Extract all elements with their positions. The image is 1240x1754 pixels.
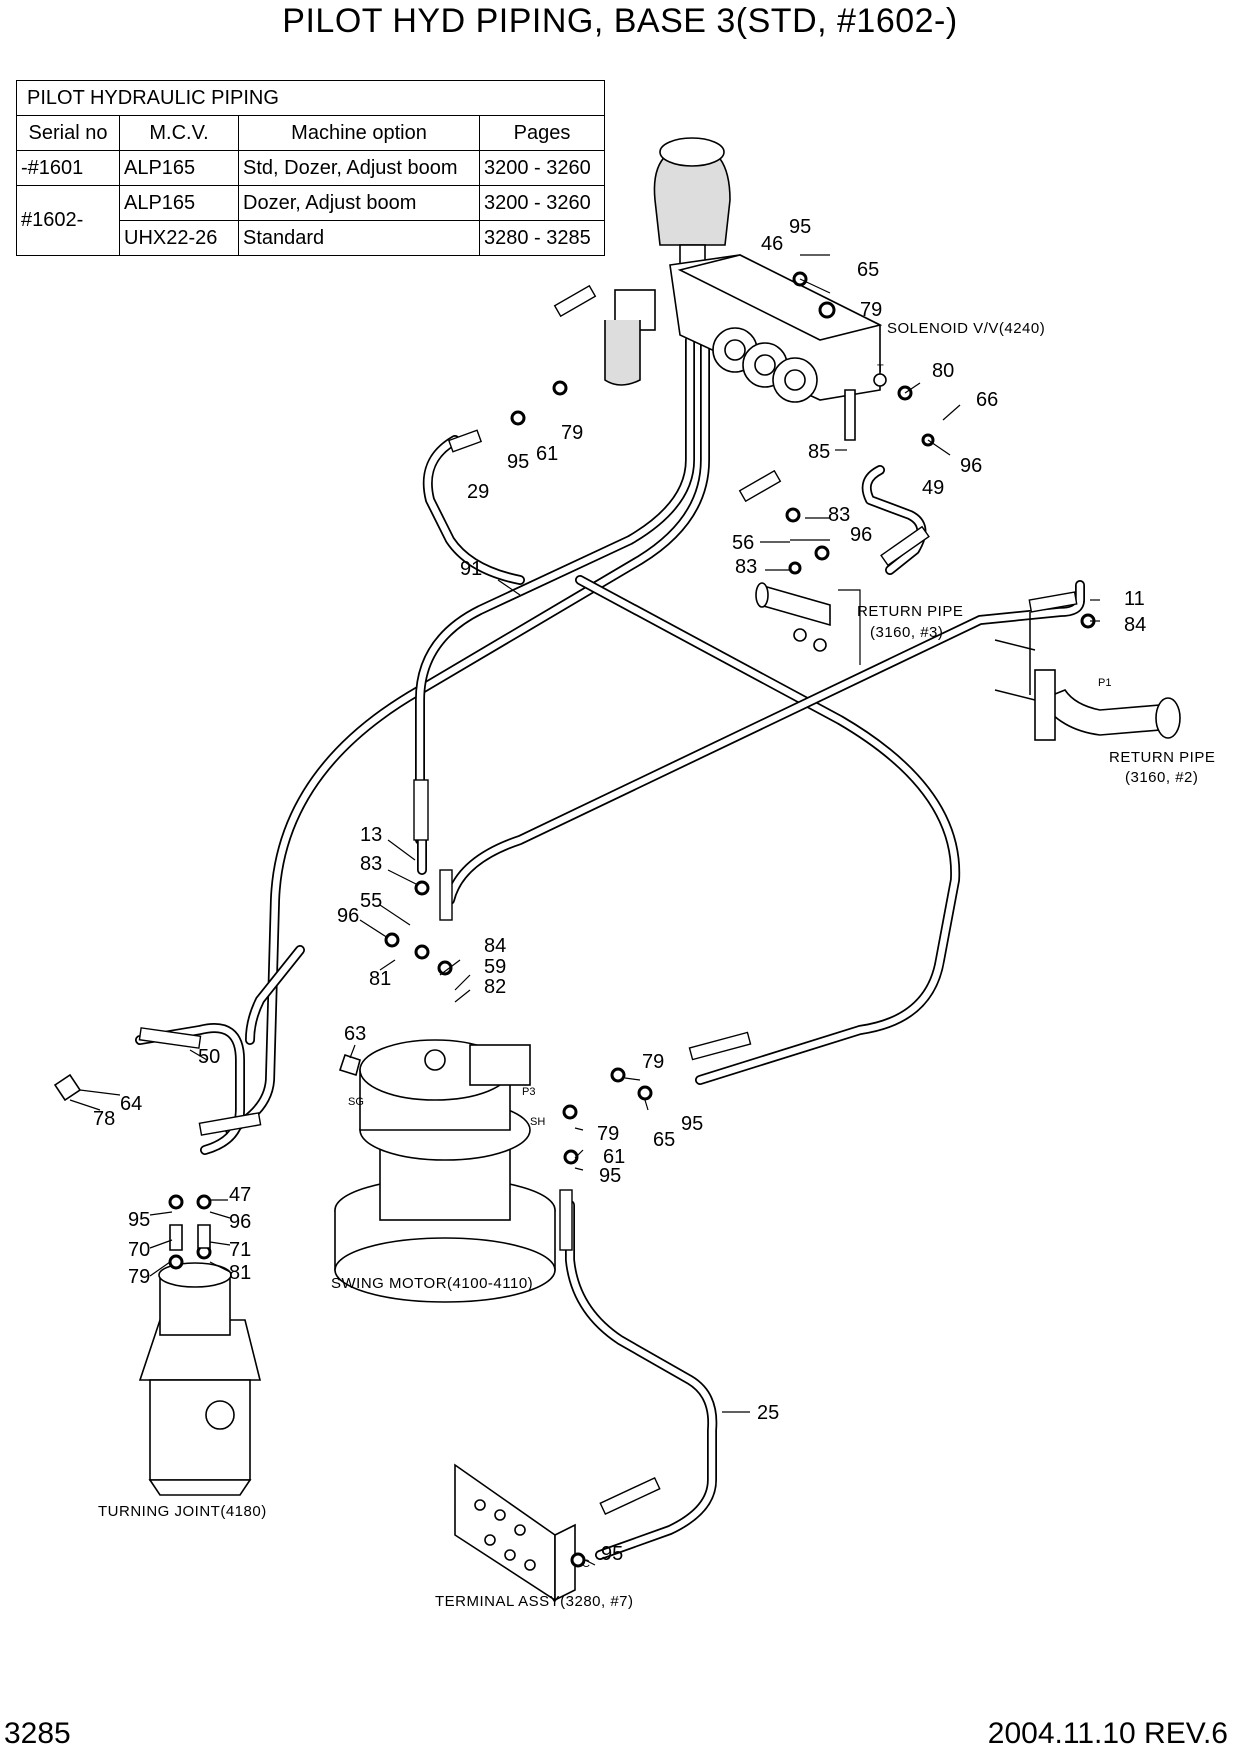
fittings bbox=[53, 271, 1096, 1568]
callout: 91 bbox=[460, 558, 482, 580]
port-mark: P1 bbox=[1098, 677, 1111, 689]
mcv-cell: ALP165 bbox=[119, 150, 239, 186]
callout: 83 bbox=[828, 504, 850, 526]
revision-stamp: 2004.11.10 REV.6 bbox=[987, 1717, 1228, 1750]
turning-joint-label: TURNING JOINT(4180) bbox=[98, 1503, 267, 1520]
table-header-row: Serial no M.C.V. Machine option Pages bbox=[16, 115, 605, 151]
port-mark: C bbox=[582, 1558, 590, 1570]
callout: 65 bbox=[653, 1129, 675, 1151]
table-caption: PILOT HYDRAULIC PIPING bbox=[16, 80, 605, 116]
callout: 79 bbox=[860, 299, 882, 321]
callout: 49 bbox=[922, 477, 944, 499]
callout: 59 bbox=[484, 956, 506, 978]
callout: 46 bbox=[761, 233, 783, 255]
callout: 95 bbox=[601, 1543, 623, 1565]
pipe-lines bbox=[135, 325, 1085, 1560]
option-cell: Standard bbox=[238, 220, 480, 256]
callout: 96 bbox=[229, 1211, 251, 1233]
callout: 82 bbox=[484, 976, 506, 998]
mcv-cell: UHX22-26 bbox=[119, 220, 239, 256]
callout: 63 bbox=[344, 1023, 366, 1045]
callout: 25 bbox=[757, 1402, 779, 1424]
callout: 95 bbox=[599, 1165, 621, 1187]
callout: 47 bbox=[229, 1184, 251, 1206]
callout: 83 bbox=[360, 853, 382, 875]
callout: 84 bbox=[1124, 614, 1146, 636]
solenoid-valve-label: SOLENOID V/V(4240) bbox=[887, 320, 1045, 337]
mcv-cell: ALP165 bbox=[119, 185, 239, 221]
callout: 55 bbox=[360, 890, 382, 912]
header-pages: Pages bbox=[479, 115, 605, 151]
port-marks: P3 SH SG P1 T C bbox=[348, 363, 1111, 1570]
component-labels: SOLENOID V/V(4240) RETURN PIPE (3160, #3… bbox=[98, 320, 1215, 1610]
callout: 96 bbox=[850, 524, 872, 546]
return-pipe-3-label: RETURN PIPE bbox=[857, 603, 963, 620]
callout: 29 bbox=[467, 481, 489, 503]
pages-cell: 3280 - 3285 bbox=[479, 220, 605, 256]
callout: 79 bbox=[561, 422, 583, 444]
serial-cell: -#1601 bbox=[16, 150, 120, 186]
table-row: UHX22-26 Standard 3280 - 3285 bbox=[17, 220, 605, 256]
callout: 95 bbox=[789, 216, 811, 238]
table-caption-row: PILOT HYDRAULIC PIPING bbox=[16, 80, 605, 116]
terminal-assembly bbox=[454, 1463, 576, 1602]
callout: 50 bbox=[198, 1046, 220, 1068]
turning-joint bbox=[138, 1262, 262, 1496]
return-pipe-3 bbox=[755, 582, 831, 652]
piping-reference-table: PILOT HYDRAULIC PIPING Serial no M.C.V. … bbox=[16, 80, 605, 256]
callout: 95 bbox=[128, 1209, 150, 1231]
return-pipe-3-ref: (3160, #3) bbox=[870, 624, 943, 641]
callout: 95 bbox=[507, 451, 529, 473]
port-mark: T bbox=[877, 363, 884, 375]
return-pipe-2-label: RETURN PIPE bbox=[1109, 749, 1215, 766]
return-pipe-2-ref: (3160, #2) bbox=[1125, 769, 1198, 786]
callout: 71 bbox=[229, 1239, 251, 1261]
port-mark: P3 bbox=[522, 1086, 535, 1098]
callout: 61 bbox=[536, 443, 558, 465]
callout: 95 bbox=[681, 1113, 703, 1135]
callout: 81 bbox=[369, 968, 391, 990]
header-mcv: M.C.V. bbox=[119, 115, 239, 151]
callout: 83 bbox=[735, 556, 757, 578]
option-cell: Dozer, Adjust boom bbox=[238, 185, 480, 221]
pages-cell: 3200 - 3260 bbox=[479, 150, 605, 186]
header-serial-no: Serial no bbox=[16, 115, 120, 151]
callout: 65 bbox=[857, 259, 879, 281]
leader-lines bbox=[69, 254, 1100, 1566]
callout: 79 bbox=[597, 1123, 619, 1145]
callout: 61 bbox=[603, 1146, 625, 1168]
callout: 96 bbox=[337, 905, 359, 927]
callout: 96 bbox=[960, 455, 982, 477]
swing-motor bbox=[334, 1039, 556, 1303]
return-pipe-2 bbox=[994, 639, 1181, 741]
solenoid-valve bbox=[604, 137, 887, 403]
callout: 70 bbox=[128, 1239, 150, 1261]
callout: 80 bbox=[932, 360, 954, 382]
callout: 85 bbox=[808, 441, 830, 463]
callout: 81 bbox=[229, 1262, 251, 1284]
callout: 79 bbox=[128, 1266, 150, 1288]
port-mark: SH bbox=[530, 1116, 545, 1128]
table-row: #1602- ALP165 Dozer, Adjust boom 3200 - … bbox=[16, 185, 605, 256]
pages-cell: 3200 - 3260 bbox=[479, 185, 605, 221]
page-number: 3285 bbox=[4, 1717, 71, 1750]
callout: 64 bbox=[120, 1093, 142, 1115]
page-title: PILOT HYD PIPING, BASE 3(STD, #1602-) bbox=[282, 2, 958, 40]
callout: 56 bbox=[732, 532, 754, 554]
callout: 84 bbox=[484, 935, 506, 957]
callout: 78 bbox=[93, 1108, 115, 1130]
callout: 79 bbox=[642, 1051, 664, 1073]
callout: 13 bbox=[360, 824, 382, 846]
terminal-assembly-label: TERMINAL ASSY(3280, #7) bbox=[435, 1593, 634, 1610]
table-row: -#1601 ALP165 Std, Dozer, Adjust boom 32… bbox=[16, 150, 605, 186]
serial-cell: #1602- bbox=[16, 185, 120, 256]
callout: 11 bbox=[1124, 588, 1145, 610]
hose-sleeves bbox=[138, 284, 1078, 1516]
swing-motor-label: SWING MOTOR(4100-4110) bbox=[331, 1275, 533, 1292]
part-callouts: 95 46 65 79 80 66 79 61 95 29 85 96 49 8… bbox=[93, 216, 1146, 1565]
callout: 66 bbox=[976, 389, 998, 411]
port-mark: SG bbox=[348, 1096, 364, 1108]
